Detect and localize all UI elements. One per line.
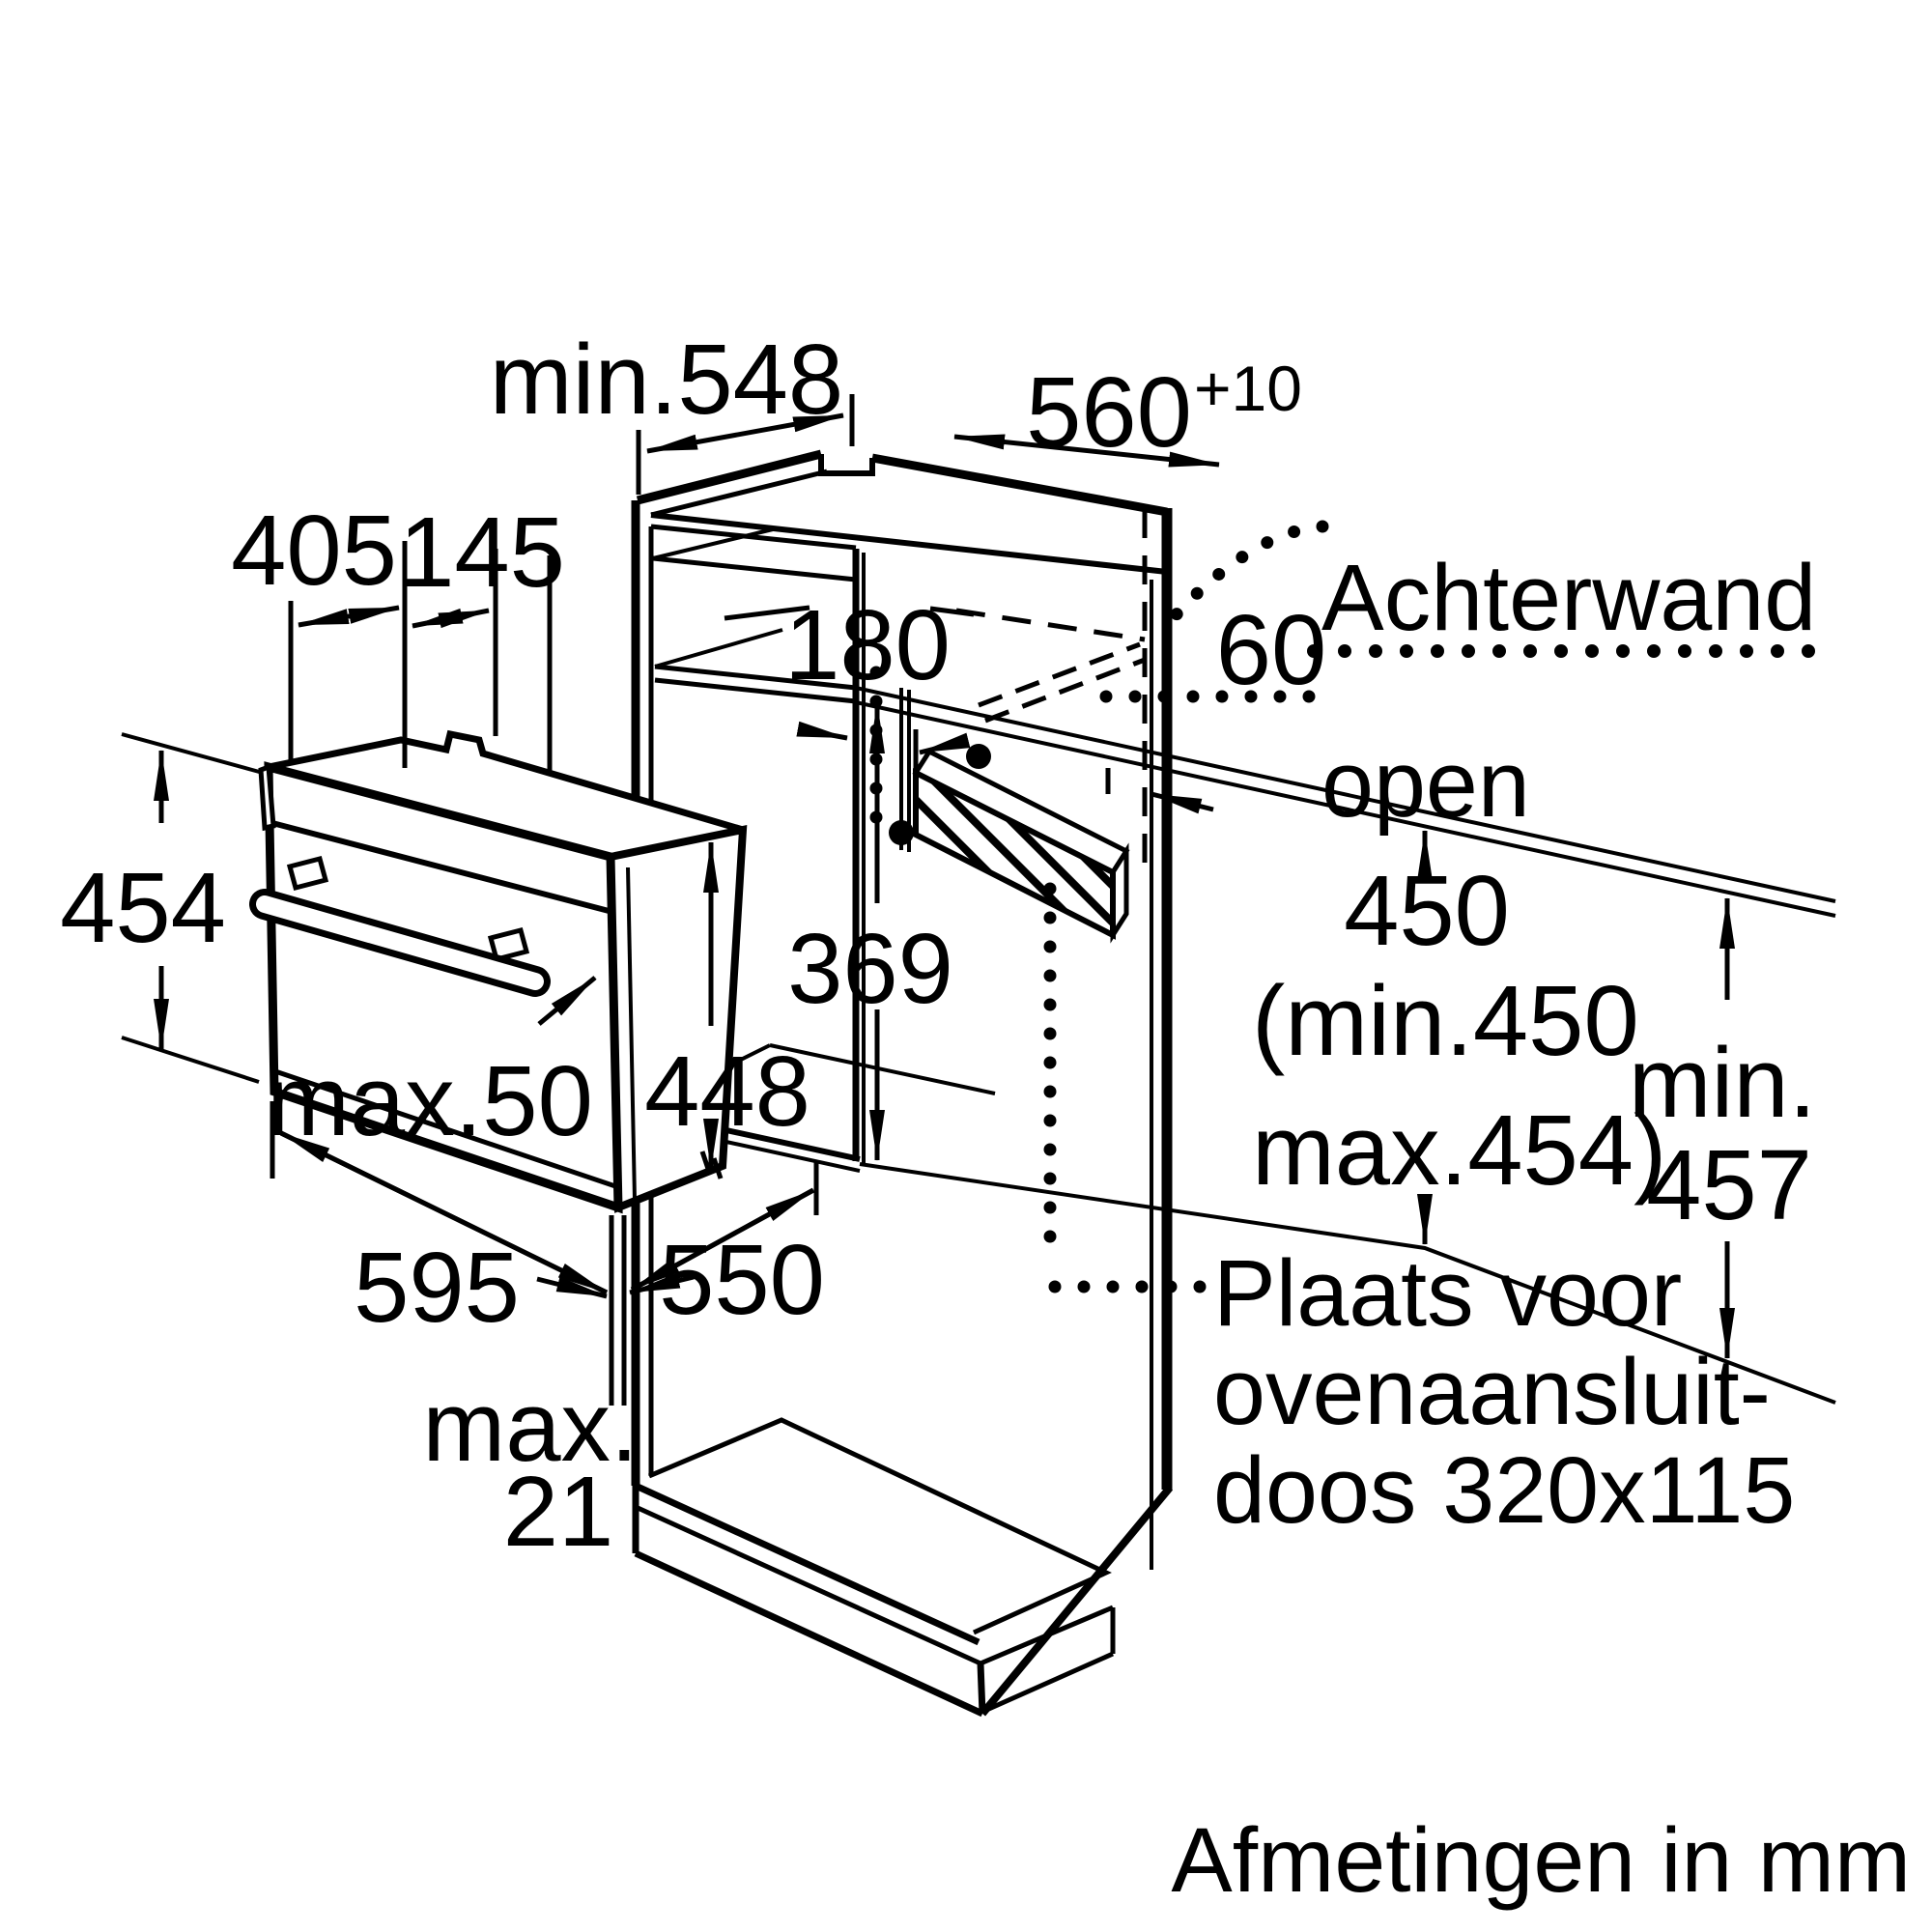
label-450-min: (min.450 (1252, 965, 1639, 1076)
label-369: 369 (787, 913, 953, 1024)
label-560: 560 (1026, 356, 1192, 468)
labels: min.548 560 +10 Achterwand open 405 145 … (60, 324, 1911, 1912)
ref-line-right-bottom (859, 1162, 1836, 1405)
shelf-bottom-edge (654, 677, 857, 704)
footer-units-note: Afmetingen in mm (1171, 1809, 1911, 1912)
compartment-depth-line-top (652, 527, 774, 560)
plinth-corner-edge (977, 1662, 986, 1715)
label-max50: max.50 (267, 1045, 593, 1156)
upper-compartment-ceiling (652, 555, 857, 582)
ref-line-left-bottom (121, 1036, 260, 1084)
label-plaats-1: Plaats voor (1213, 1240, 1682, 1346)
label-595: 595 (354, 1232, 520, 1343)
oven-body-front-right-edge (626, 867, 637, 1201)
label-180: 180 (784, 589, 951, 700)
right-panel-bottom-edge (979, 1485, 1174, 1717)
dotted-leaders (869, 520, 1818, 1293)
dim-560-arrow (953, 434, 1220, 468)
hidden-compartment-back-edge (955, 608, 1146, 642)
label-454: 454 (60, 852, 226, 963)
leader-dot-b (966, 744, 991, 769)
left-panel-top-inner (650, 469, 828, 518)
label-450-max: max.454) (1252, 1094, 1666, 1206)
ref-line-left-top (121, 732, 264, 775)
label-min548: min.548 (490, 324, 843, 435)
control-panel-bottom-edge (271, 820, 613, 915)
door-bottom-inner-line (271, 1067, 616, 1189)
compartment-depth-line-shelf (654, 628, 783, 668)
dim-550-arrow-right (630, 1187, 815, 1293)
hatch-front-arrow (919, 732, 971, 755)
cabinet-floor-front-edge (634, 1482, 980, 1646)
dim-60-arrow (1151, 791, 1214, 814)
oven (249, 729, 748, 1214)
max21-arrow-left (536, 1276, 608, 1299)
dimensions (154, 394, 1735, 1359)
label-min457-2: 457 (1646, 1129, 1812, 1240)
niche-pointer-arrow (796, 721, 848, 741)
dim-595-arrow-right (279, 1130, 609, 1295)
vent-cutout-hatched-slab (912, 748, 1130, 944)
hidden-niche-ceiling-back-a (978, 641, 1141, 708)
cabinet-top-panel-front-edge (650, 524, 857, 551)
plinth-right-top (980, 1605, 1114, 1666)
max21-arrow-right (629, 1272, 695, 1295)
ref-line-right-top-a (855, 686, 1836, 903)
left-panel-top-outer (636, 449, 823, 505)
top-back-step (818, 454, 875, 476)
label-60: 60 (1216, 594, 1327, 705)
ref-line-right-top-b (855, 700, 1836, 918)
top-back-edge (871, 453, 1168, 517)
label-448: 448 (644, 1036, 810, 1147)
leader-180-right (929, 606, 975, 617)
label-achterwand-2: open (1321, 731, 1530, 837)
handle-stub-left (286, 855, 329, 892)
shelf-top-edge (654, 664, 857, 691)
dim-548-arrow (646, 412, 844, 454)
dim-145-arrow (412, 608, 490, 629)
label-405: 405 (231, 495, 397, 606)
niche-floor-back-edge (769, 1043, 996, 1095)
dim-405-arrow (298, 605, 400, 628)
max50-arrow (537, 976, 597, 1026)
label-max21-2: 21 (503, 1456, 614, 1567)
plinth-right-bottom (980, 1651, 1115, 1715)
plinth-top-edge (634, 1504, 982, 1666)
label-max21-1: max. (422, 1371, 638, 1482)
label-plaats-2: ovenaansluit- (1213, 1339, 1771, 1444)
handle-stub-right (487, 926, 530, 963)
label-plaats-3: doos 320x115 (1213, 1437, 1795, 1543)
control-panel-left-cap (258, 763, 276, 832)
label-450: 450 (1344, 855, 1510, 966)
label-560-tolerance: +10 (1194, 353, 1302, 424)
plinth-bottom-edge (634, 1549, 984, 1718)
leader-dot-a (889, 820, 914, 845)
leader-achterwand-arc (1155, 520, 1329, 638)
label-145: 145 (399, 497, 565, 608)
handle-bar-fill (256, 895, 544, 990)
hidden-niche-ceiling-back-b (984, 657, 1146, 724)
label-min457-1: min. (1629, 1027, 1817, 1138)
reference-lines (121, 686, 1836, 1405)
leader-180-left (724, 605, 810, 621)
label-achterwand-1: Achterwand (1321, 545, 1816, 650)
top-front-edge (650, 512, 1168, 575)
label-550: 550 (659, 1224, 825, 1335)
cabinet-floor-surface (648, 1417, 1112, 1635)
oven-handle (249, 855, 551, 997)
